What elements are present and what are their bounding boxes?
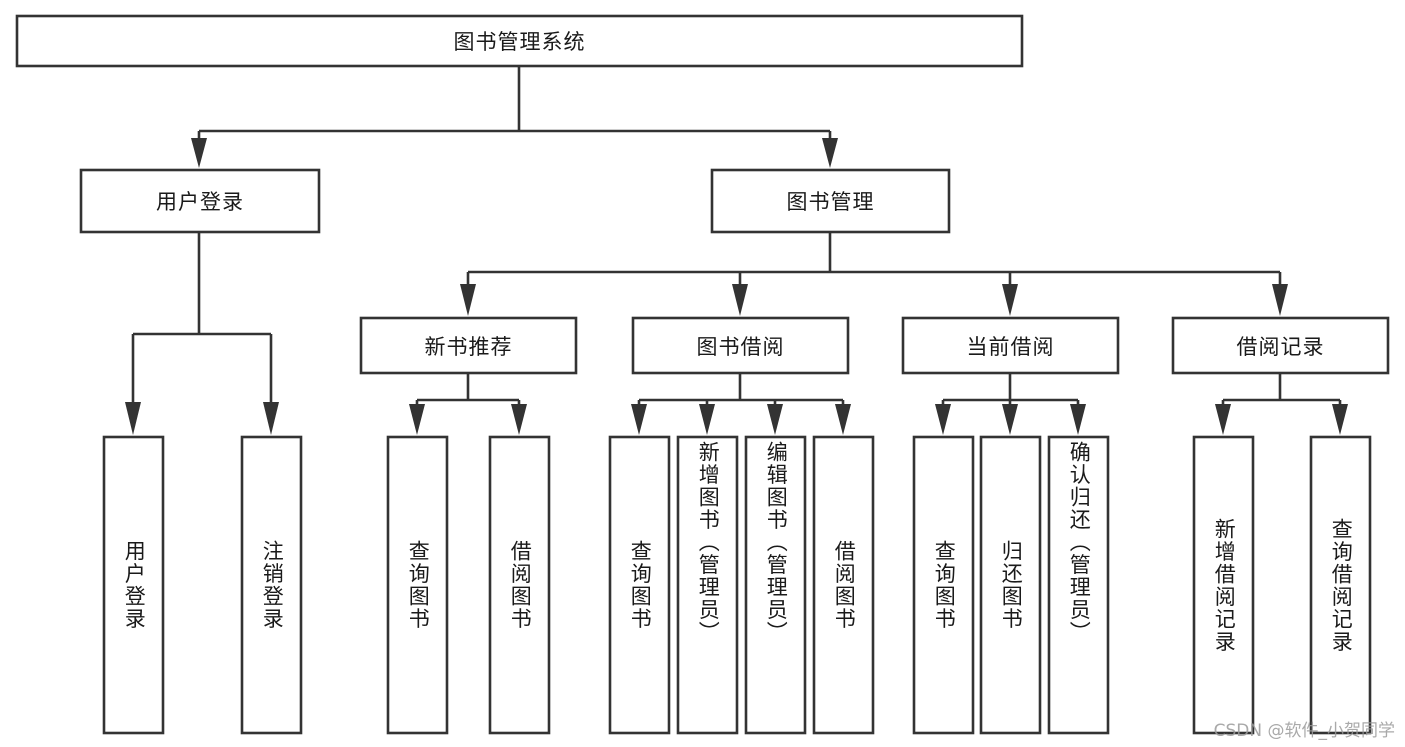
node-leaf-return-book[interactable] (979, 435, 1042, 735)
arrow-head-book-borrow (732, 284, 748, 316)
arrow-head-leaf-query-book-3 (935, 404, 951, 435)
node-book-manage[interactable] (710, 168, 951, 234)
arrow-head-user-login (191, 138, 207, 168)
arrow-head-leaf-query-record (1332, 404, 1348, 435)
node-book-borrow[interactable] (631, 316, 850, 375)
node-leaf-borrow-book-1[interactable] (488, 435, 551, 735)
node-leaf-add-book[interactable] (676, 435, 739, 735)
node-current-borrow[interactable] (901, 316, 1120, 375)
arrow-head-leaf-query-book-2 (631, 404, 647, 435)
arrow-head-leaf-borrow-book-2 (835, 404, 851, 435)
arrow-head-current-borrow (1002, 284, 1018, 316)
node-leaf-query-book-1[interactable] (386, 435, 449, 735)
arrow-head-new-book-recommend (460, 284, 476, 316)
arrow-head-leaf-add-record (1215, 404, 1231, 435)
arrow-head-leaf-add-book (699, 404, 715, 435)
boxes-group (15, 14, 1390, 735)
node-leaf-user-logout[interactable] (240, 435, 303, 735)
node-leaf-query-record[interactable] (1309, 435, 1372, 735)
arrow-head-leaf-confirm-return (1070, 404, 1086, 435)
arrow-head-leaf-user-logout (263, 402, 279, 435)
connectors-group (125, 66, 1348, 435)
node-new-book-recommend[interactable] (359, 316, 578, 375)
arrow-head-leaf-query-book-1 (409, 404, 425, 435)
arrow-head-book-manage (822, 138, 838, 168)
node-leaf-edit-book[interactable] (744, 435, 807, 735)
arrow-head-leaf-return-book (1002, 404, 1018, 435)
node-user-login[interactable] (79, 168, 321, 234)
arrow-head-leaf-borrow-book-1 (511, 404, 527, 435)
node-root[interactable] (15, 14, 1024, 68)
arrow-head-leaf-edit-book (767, 404, 783, 435)
node-leaf-query-book-3[interactable] (912, 435, 975, 735)
arrow-head-borrow-record (1272, 284, 1288, 316)
node-borrow-record[interactable] (1171, 316, 1390, 375)
node-leaf-user-login[interactable] (102, 435, 165, 735)
node-leaf-query-book-2[interactable] (608, 435, 671, 735)
node-leaf-confirm-return[interactable] (1047, 435, 1110, 735)
node-leaf-add-record[interactable] (1192, 435, 1255, 735)
arrow-head-leaf-user-login (125, 402, 141, 435)
node-leaf-borrow-book-2[interactable] (812, 435, 875, 735)
